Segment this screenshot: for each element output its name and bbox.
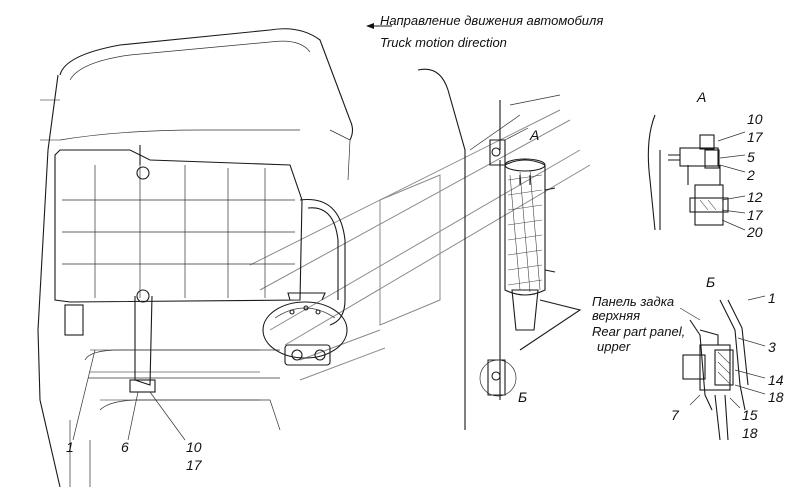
detail-a-17: 17 [747, 129, 763, 145]
panel-label-en-1: Rear part panel, [592, 324, 686, 339]
callout-10: 10 [186, 439, 202, 455]
detail-b-18a: 18 [768, 389, 784, 405]
direction-label-en: Truck motion direction [380, 35, 507, 50]
view-b-marker [479, 359, 517, 397]
main-leaders [72, 349, 186, 441]
detail-b-15: 15 [742, 407, 758, 423]
direction-arrow [366, 23, 392, 29]
detail-a-10: 10 [747, 111, 763, 127]
detail-b-14: 14 [768, 372, 784, 388]
detail-b-7: 7 [671, 407, 679, 423]
background-structure [40, 99, 591, 401]
detail-a-12: 12 [747, 189, 763, 205]
view-a-leader [504, 127, 529, 141]
detail-a-20: 20 [747, 224, 763, 240]
callout-1: 1 [66, 439, 74, 455]
detail-b [679, 295, 766, 441]
detail-a-2: 2 [747, 167, 755, 183]
detail-b-title: Б [706, 274, 716, 290]
detail-b-1: 1 [768, 290, 776, 306]
detail-a-17b: 17 [747, 207, 763, 223]
panel-label-ru-1: Панель задка [592, 294, 675, 309]
detail-a [647, 114, 746, 231]
detail-a-5: 5 [747, 149, 755, 165]
rear-panel [54, 145, 303, 393]
view-b-label: Б [518, 389, 528, 405]
direction-label-ru: Направление движения автомобиля [380, 13, 604, 28]
pillar [417, 68, 561, 430]
panel-label-en-2: upper [597, 339, 631, 354]
view-a-label: А [530, 127, 540, 143]
oval-plate [262, 292, 348, 366]
callout-6: 6 [121, 439, 129, 455]
callout-17: 17 [186, 457, 202, 473]
hose [299, 198, 346, 326]
panel-label-ru-2: верхняя [592, 308, 641, 323]
detail-b-3: 3 [768, 339, 776, 355]
lower-frame [69, 349, 281, 487]
filter-cylinder [504, 158, 582, 351]
detail-a-title: А [697, 89, 707, 105]
detail-b-18b: 18 [742, 425, 758, 441]
cab-outline [37, 28, 354, 488]
